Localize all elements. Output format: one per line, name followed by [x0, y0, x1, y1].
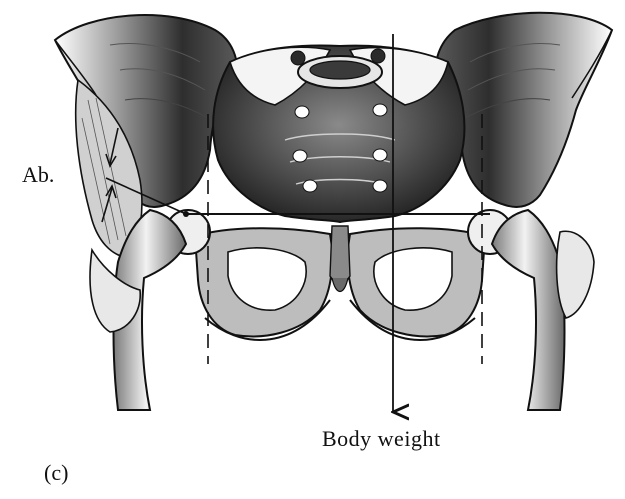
sacrum — [213, 46, 464, 222]
panel-label: (c) — [44, 460, 68, 486]
abductor-label: Ab. — [22, 162, 54, 188]
body-weight-label: Body weight — [322, 426, 441, 452]
right-femur — [468, 210, 594, 410]
pubic-region — [195, 226, 485, 340]
